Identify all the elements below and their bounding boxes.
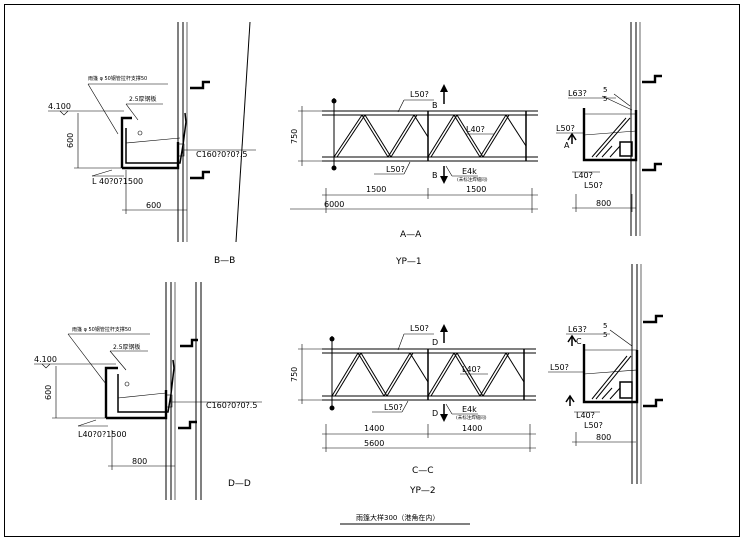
dd-angle: L40?0?1500 bbox=[78, 430, 127, 439]
bb-title: B—B bbox=[214, 256, 235, 266]
aa-marker: A bbox=[564, 141, 570, 150]
section-dd: 4.100 600 800 雨篷 φ 50钢管拉杆支撑50 2.5厚钢板 C16… bbox=[34, 282, 262, 500]
dd-plate: 2.5厚钢板 bbox=[113, 343, 141, 351]
yp2-dim-a: 1400 bbox=[364, 424, 384, 433]
section-bb: 4.100 600 600 雨篷 φ 50钢管拉杆支撑50 2.5厚钢板 C16… bbox=[48, 21, 256, 266]
bb-angle: L 40?0?1500 bbox=[92, 177, 143, 186]
aa-top: L63? bbox=[568, 89, 587, 98]
yp1-height: 750 bbox=[290, 129, 299, 144]
yp1-bottom-chord: L50? bbox=[386, 165, 405, 174]
sheet-caption: 雨篷大样300（港角在内） bbox=[356, 513, 439, 522]
aa-width: 800 bbox=[596, 199, 611, 208]
dd-width: 800 bbox=[132, 457, 147, 466]
aa-weld2: 5 bbox=[603, 95, 607, 103]
yp2-top-chord: L50? bbox=[410, 324, 429, 333]
yp2-section-title: C—C bbox=[412, 466, 434, 476]
yp1-marker-bottom: B bbox=[432, 171, 438, 180]
aa-side: L50? bbox=[556, 124, 575, 133]
cc-side: L50? bbox=[550, 363, 569, 372]
dd-note: 雨篷 φ 50钢管拉杆支撑50 bbox=[72, 326, 131, 333]
dd-elevation: 4.100 bbox=[34, 355, 57, 364]
bb-elevation: 4.100 bbox=[48, 102, 71, 111]
detail-aa: A L63? 5 5 L50? L40? L50? 800 bbox=[556, 22, 662, 236]
yp2-diagonal: L40? bbox=[462, 365, 481, 374]
yp1-total: 6000 bbox=[324, 200, 344, 209]
aa-bottom2: L50? bbox=[584, 181, 603, 190]
yp1-anchor-note: (未标注焊缝同) bbox=[457, 176, 488, 183]
yp1-diagonal: L40? bbox=[466, 125, 485, 134]
cc-bottom2: L50? bbox=[584, 421, 603, 430]
yp2-dim-b: 1400 bbox=[462, 424, 482, 433]
bb-note: 雨篷 φ 50钢管拉杆支撑50 bbox=[88, 75, 147, 82]
dd-title: D—D bbox=[228, 479, 251, 489]
yp1-top-chord: L50? bbox=[410, 90, 429, 99]
yp1-dim-a: 1500 bbox=[366, 185, 386, 194]
yp2-total: 5600 bbox=[364, 439, 384, 448]
yp1-title: YP—1 bbox=[395, 257, 422, 267]
cc-top: L63? bbox=[568, 325, 587, 334]
yp1-section-title: A—A bbox=[400, 230, 422, 240]
aa-bottom1: L40? bbox=[574, 171, 593, 180]
yp2-anchor-note: (未标注焊缝同) bbox=[456, 414, 487, 421]
bb-width: 600 bbox=[146, 201, 161, 210]
drawing-frame bbox=[4, 4, 740, 537]
yp1-marker-top: B bbox=[432, 101, 438, 110]
cc-width: 800 bbox=[596, 433, 611, 442]
cc-weld2: 5 bbox=[603, 331, 607, 339]
yp2-height: 750 bbox=[290, 367, 299, 382]
yp1-anchor: E4k bbox=[462, 167, 477, 176]
cc-marker: C bbox=[576, 337, 582, 346]
yp2-marker-bottom: D bbox=[432, 409, 438, 418]
dd-height: 600 bbox=[44, 385, 53, 400]
bb-height: 600 bbox=[66, 133, 75, 148]
detail-cc: C L63? 5 5 L50? L40? L50? 800 bbox=[548, 264, 663, 484]
elevation-yp1: B B L50? L40? L50? E4k (未标注焊缝同) 750 1500… bbox=[290, 84, 538, 267]
bb-beam: C160?0?0?.5 bbox=[196, 150, 247, 159]
yp2-marker-top: D bbox=[432, 338, 438, 347]
dd-beam: C160?0?0?.5 bbox=[206, 401, 257, 410]
aa-weld1: 5 bbox=[603, 86, 607, 94]
cc-bottom1: L40? bbox=[576, 411, 595, 420]
bb-plate: 2.5厚钢板 bbox=[129, 95, 157, 103]
cc-weld1: 5 bbox=[603, 322, 607, 330]
elevation-yp2: D D L50? L40? L50? E4k (未标注焊缝同) 750 1400… bbox=[290, 324, 536, 496]
yp1-dim-b: 1500 bbox=[466, 185, 486, 194]
yp2-title: YP—2 bbox=[409, 486, 436, 496]
yp2-anchor: E4k bbox=[462, 405, 477, 414]
yp2-bottom-chord: L50? bbox=[384, 403, 403, 412]
